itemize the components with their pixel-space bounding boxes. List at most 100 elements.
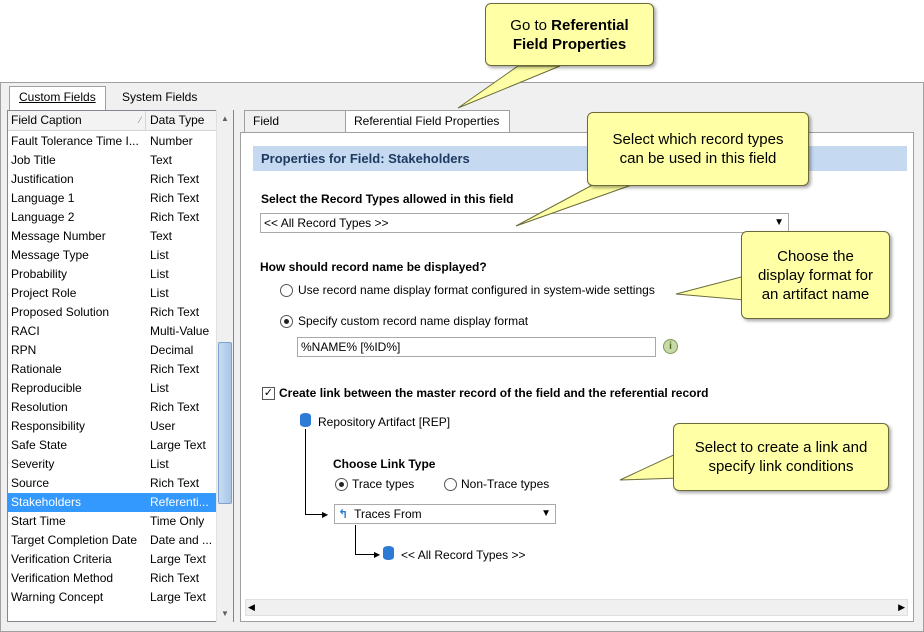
data-type-cell: Time Only — [150, 514, 205, 528]
data-type-cell: Large Text — [150, 552, 206, 566]
tab-referential-field-properties[interactable]: Referential Field Properties — [345, 110, 510, 134]
radio-custom-format-label: Specify custom record name display forma… — [298, 314, 529, 328]
field-caption-cell: Verification Criteria — [11, 552, 112, 566]
dropdown-arrow-icon: ▼ — [541, 508, 551, 519]
list-vertical-scrollbar[interactable]: ▲ ▼ — [216, 110, 233, 622]
tree-line — [305, 429, 306, 514]
field-caption-cell: Language 2 — [11, 210, 75, 224]
data-type-cell: Large Text — [150, 438, 206, 452]
field-caption-cell: Target Completion Date — [11, 533, 138, 547]
radio-custom-format[interactable] — [280, 315, 293, 328]
data-type-cell: Decimal — [150, 343, 194, 357]
tree-line — [305, 514, 325, 515]
data-type-cell: Large Text — [150, 590, 206, 604]
display-format-label: How should record name be displayed? — [260, 260, 487, 274]
scroll-up-icon[interactable]: ▲ — [217, 110, 233, 127]
field-caption-cell: Message Type — [11, 248, 89, 262]
field-caption-cell: Verification Method — [11, 571, 114, 585]
list-header: Field Caption ⁄ Data Type — [8, 111, 217, 131]
link-type-value: Traces From — [354, 507, 422, 521]
callout-record-types: Select which record types can be used in… — [587, 112, 809, 186]
radio-system-format[interactable] — [280, 284, 293, 297]
data-type-cell: Number — [150, 134, 193, 148]
dropdown-arrow-icon: ▼ — [774, 217, 784, 228]
table-row[interactable]: Verification Criteria Large Text — [8, 550, 217, 569]
table-row[interactable]: Message Type List — [8, 246, 217, 265]
tree-line — [355, 554, 377, 555]
column-header-field-caption-label: Field Caption — [11, 113, 82, 127]
create-link-label: Create link between the master record of… — [279, 386, 709, 400]
custom-format-input[interactable]: %NAME% [%ID%] — [297, 337, 656, 357]
data-type-cell: List — [150, 381, 169, 395]
field-caption-cell: Safe State — [11, 438, 68, 452]
callout-create-link-text: Select to create a link and specify link… — [694, 439, 868, 475]
panel-horizontal-scrollbar[interactable]: ◀ ▶ — [245, 599, 908, 616]
data-type-cell: Date and ... — [150, 533, 213, 547]
panel-splitter[interactable] — [234, 110, 239, 622]
field-caption-cell: RACI — [11, 324, 40, 338]
create-link-checkbox[interactable]: ✓ — [262, 387, 275, 400]
column-header-data-type-label: Data Type — [150, 113, 205, 127]
field-caption-cell: Language 1 — [11, 191, 75, 205]
scroll-left-icon[interactable]: ◀ — [248, 602, 255, 612]
field-caption-cell: Job Title — [11, 153, 56, 167]
record-types-value: << All Record Types >> — [264, 216, 389, 230]
data-type-cell: Rich Text — [150, 191, 200, 205]
radio-non-trace-types[interactable] — [444, 478, 457, 491]
table-row[interactable]: Fault Tolerance Time I... Number — [8, 132, 217, 151]
data-type-cell: Multi-Value — [150, 324, 210, 338]
scroll-right-icon[interactable]: ▶ — [898, 602, 905, 612]
table-row[interactable]: Job Title Text — [8, 151, 217, 170]
callout-display-format-text: Choose the display format for an artifac… — [757, 247, 874, 303]
link-type-select[interactable]: ↰ Traces From ▼ — [334, 504, 556, 524]
callout-goto-text: Go to — [510, 16, 552, 34]
tab-system-fields[interactable]: System Fields — [112, 86, 208, 108]
data-type-cell: Text — [150, 153, 173, 167]
table-row[interactable]: Stakeholders Referenti... — [8, 493, 217, 512]
field-caption-cell: Resolution — [11, 400, 68, 414]
radio-trace-types[interactable] — [335, 478, 348, 491]
info-icon[interactable]: i — [663, 339, 678, 354]
custom-fields-list[interactable]: Field Caption ⁄ Data Type Fault Toleranc… — [7, 110, 234, 622]
table-row[interactable]: Language 1 Rich Text — [8, 189, 217, 208]
data-type-cell: Referenti... — [150, 495, 209, 509]
database-icon — [300, 413, 311, 427]
table-row[interactable]: Target Completion Date Date and ... — [8, 531, 217, 550]
table-row[interactable]: Safe State Large Text — [8, 436, 217, 455]
traces-from-icon: ↰ — [338, 507, 349, 521]
field-caption-cell: Severity — [11, 457, 55, 471]
column-header-field-caption[interactable]: Field Caption ⁄ — [8, 111, 146, 131]
data-type-cell: Rich Text — [150, 476, 200, 490]
radio-non-trace-types-label: Non-Trace types — [461, 477, 550, 491]
table-row[interactable]: Severity List — [8, 455, 217, 474]
data-type-cell: User — [150, 419, 176, 433]
tree-line — [355, 525, 356, 555]
column-header-data-type[interactable]: Data Type — [147, 111, 217, 131]
field-caption-cell: Stakeholders — [11, 495, 82, 509]
tab-custom-fields[interactable]: Custom Fields — [9, 86, 106, 110]
field-caption-cell: Fault Tolerance Time I... — [11, 134, 139, 148]
scroll-thumb[interactable] — [218, 342, 232, 504]
field-caption-cell: Message Number — [11, 229, 106, 243]
scroll-down-icon[interactable]: ▼ — [217, 605, 233, 622]
data-type-cell: List — [150, 457, 169, 471]
table-row[interactable]: RACI Multi-Value — [8, 322, 217, 341]
field-caption-cell: Proposed Solution — [11, 305, 110, 319]
data-type-cell: List — [150, 248, 169, 262]
